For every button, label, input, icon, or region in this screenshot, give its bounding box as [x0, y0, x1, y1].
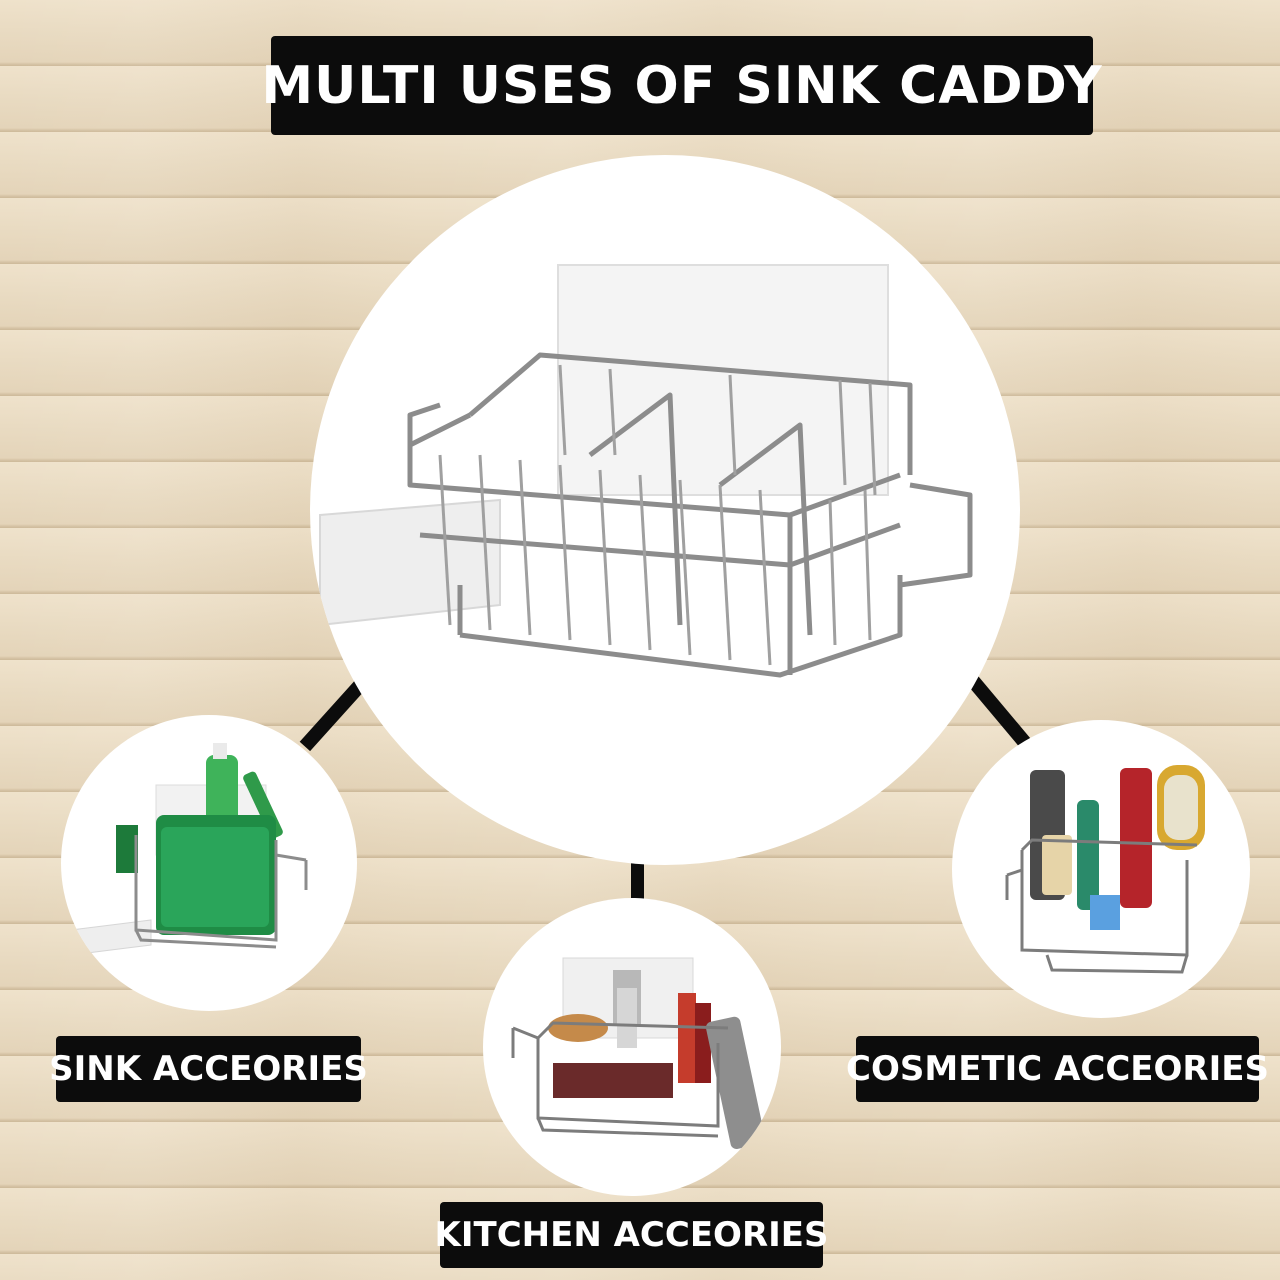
kitchen-accessories-label: KITCHEN ACCEORIES: [434, 1215, 829, 1255]
kitchen-accessories-icon: [511, 957, 766, 1149]
title-banner: MULTI USES OF SINK CADDY: [261, 36, 1102, 135]
sink-caddy-icon: [319, 264, 973, 678]
main-product-circle: [310, 155, 1020, 865]
cosmetic-accessories-circle: [952, 720, 1250, 1018]
connector-center: [631, 862, 644, 902]
page-title: MULTI USES OF SINK CADDY: [261, 55, 1103, 116]
cosmetic-accessories-label: COSMETIC ACCEORIES: [846, 1049, 1269, 1089]
sink-accessories-circle: [61, 715, 357, 1011]
sink-accessories-label-box: SINK ACCEORIES: [49, 1036, 368, 1102]
sink-accessories-icon: [70, 743, 308, 956]
cosmetic-accessories-label-box: COSMETIC ACCEORIES: [846, 1036, 1269, 1102]
sink-accessories-label: SINK ACCEORIES: [49, 1049, 368, 1089]
cosmetic-accessories-icon: [1005, 765, 1205, 974]
kitchen-accessories-circle: [483, 898, 781, 1196]
kitchen-accessories-label-box: KITCHEN ACCEORIES: [435, 1202, 829, 1268]
